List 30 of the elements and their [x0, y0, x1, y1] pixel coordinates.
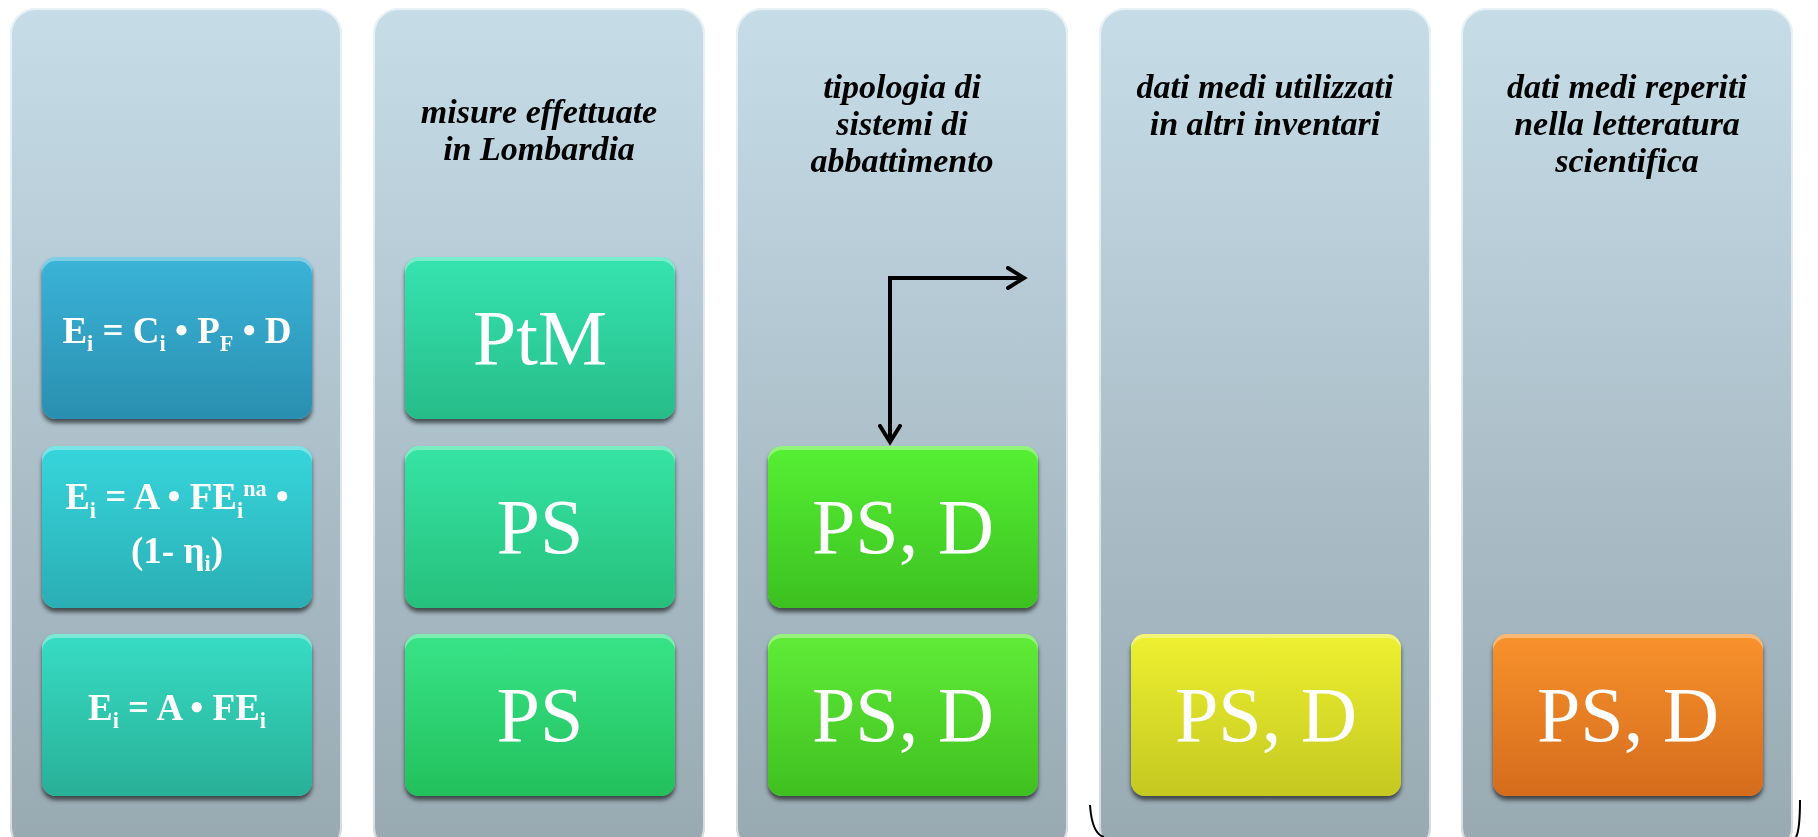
column-heading: dati medi reperiti nella letteratura scientifica: [1506, 68, 1748, 179]
formula-box: [42, 257, 312, 419]
column-heading: tipologia di sistemi di abbattimento: [809, 68, 995, 179]
column-heading: dati medi utilizzati in altri inventari: [1135, 68, 1395, 142]
formula-box: [42, 634, 312, 796]
formula-text: E$_{i}$ = C$_{i}$ • P$_{F}$ • D: [61, 311, 293, 359]
value-box: [405, 257, 675, 419]
value-text: PS, D: [1173, 673, 1359, 757]
value-box: [768, 634, 1038, 796]
formula-text: E$_{i}$ = A • FE$_{i}$: [87, 688, 267, 736]
value-text: PtM: [471, 296, 609, 380]
column-panel: [1099, 8, 1431, 837]
formula-text: E$_{i}$ = A • FE$_{i}$$^{na}$ • (1- η$_{i}$): [64, 475, 290, 579]
column-panel: [736, 8, 1068, 837]
value-text: PS: [495, 673, 585, 757]
formula-box: [42, 446, 312, 608]
value-text: PS: [495, 485, 585, 569]
column-panel: [1461, 8, 1793, 837]
column-panel: [373, 8, 705, 837]
column-panel: [10, 8, 342, 837]
column-heading: misure effettuate in Lombardia: [419, 93, 659, 167]
value-box: [405, 446, 675, 608]
value-box: [768, 446, 1038, 608]
value-text: PS, D: [810, 485, 996, 569]
value-box: [405, 634, 675, 796]
value-box: [1493, 634, 1763, 796]
value-box: [1131, 634, 1401, 796]
bent-arrow: [878, 266, 1026, 444]
value-text: PS, D: [810, 673, 996, 757]
value-text: PS, D: [1535, 673, 1721, 757]
